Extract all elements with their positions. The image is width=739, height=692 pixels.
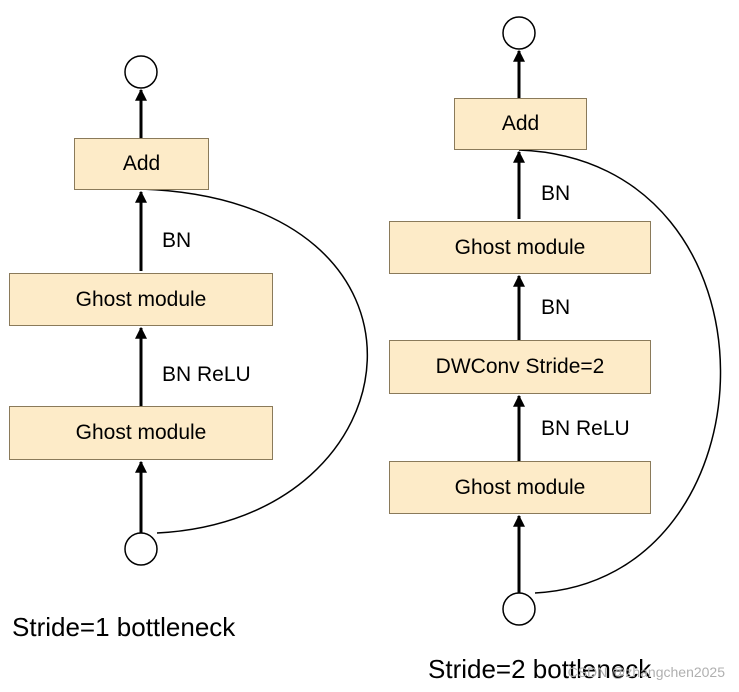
left-input-node	[124, 532, 158, 566]
left-add-box: Add	[74, 138, 209, 190]
left-caption: Stride=1 bottleneck	[12, 612, 236, 642]
right-dwconv-box: DWConv Stride=2	[389, 340, 651, 394]
watermark: CSDN @zhangchen2025	[567, 664, 725, 680]
right-add-box: Add	[454, 98, 587, 150]
right-input-node	[502, 592, 536, 626]
left-ghost-bottom-label: Ghost module	[75, 421, 207, 444]
left-ghost-module-top: Ghost module	[9, 273, 273, 326]
left-ghost-top-label: Ghost module	[75, 287, 207, 311]
left-ghost-module-bottom: Ghost module	[9, 406, 273, 460]
right-ghost-top-label: Ghost module	[454, 235, 586, 259]
right-bn-relu-label: BN ReLU	[541, 417, 630, 440]
right-add-label: Add	[501, 112, 540, 135]
right-bn-top-label: BN	[541, 182, 571, 205]
left-bn-label: BN	[162, 229, 192, 252]
left-output-node	[124, 55, 158, 89]
right-ghost-module-bottom: Ghost module	[389, 461, 651, 514]
left-add-label: Add	[122, 152, 161, 175]
right-skip-connection	[518, 149, 722, 594]
right-output-node	[502, 16, 536, 50]
left-skip-connection	[140, 188, 369, 534]
right-ghost-module-top: Ghost module	[389, 221, 651, 274]
left-bn-relu-label: BN ReLU	[162, 363, 251, 386]
right-ghost-bottom-label: Ghost module	[454, 475, 586, 499]
right-dwconv-label: DWConv Stride=2	[435, 355, 605, 378]
right-bn-mid-label: BN	[541, 296, 571, 319]
right-caption: Stride=2 bottleneck	[428, 654, 652, 684]
